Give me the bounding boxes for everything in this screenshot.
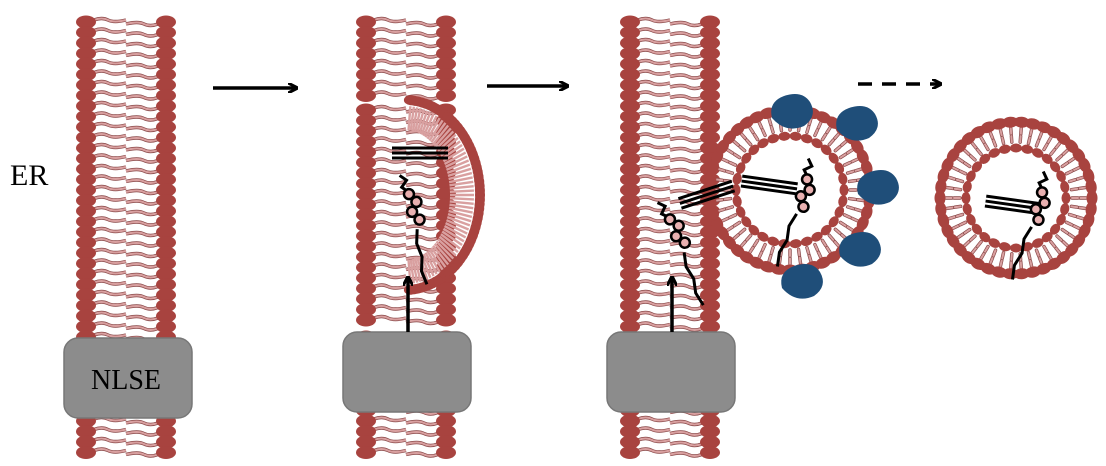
- er-label: ER: [10, 159, 48, 192]
- stage-2-protein-box: [343, 332, 471, 412]
- stage-2-lipid-bars: [392, 148, 448, 158]
- nlse-label: NLSE: [91, 365, 161, 396]
- stage-4-released-vesicle: [934, 116, 1098, 280]
- stage-3-sterol-2: [770, 159, 824, 270]
- stage-3-lipid-bars-2: [741, 176, 798, 194]
- stage-3-protein-box: [607, 332, 735, 412]
- coat-protein-1: [771, 94, 813, 129]
- protein-box-layer: [64, 332, 735, 418]
